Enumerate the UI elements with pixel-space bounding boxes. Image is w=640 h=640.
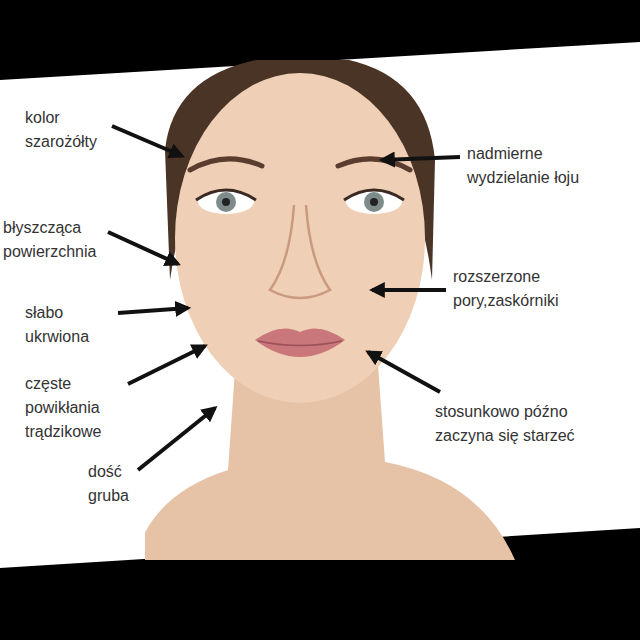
annotation-label: częste powikłania trądzikowe (25, 372, 137, 444)
leader-arrow (368, 352, 440, 392)
annotation-label: kolor szarożółty (25, 106, 125, 154)
annotation-label: nadmierne wydzielanie łoju (467, 142, 607, 190)
face (175, 73, 425, 403)
annotation-label: rozszerzone pory,zaskórniki (453, 265, 613, 313)
annotation-label: stosunkowo późno zaczyna się starzeć (435, 400, 615, 448)
leader-arrow (372, 288, 446, 292)
lips (255, 328, 345, 357)
leader-arrow (112, 126, 182, 156)
pupil (370, 198, 378, 206)
eyelid (196, 190, 256, 200)
nose (270, 205, 330, 298)
iris (364, 192, 384, 212)
eyelid (344, 190, 404, 200)
annotation-label: błyszcząca powierzchnia (3, 216, 115, 264)
iris (216, 192, 236, 212)
leader-arrows (108, 126, 460, 470)
annotation-label: słabo ukrwiona (25, 301, 115, 349)
leader-arrow (108, 232, 178, 264)
leader-arrow (128, 346, 205, 384)
brow (190, 159, 262, 170)
pupil (222, 198, 230, 206)
leader-arrow (118, 308, 188, 313)
leader-arrow (382, 157, 460, 160)
lip-line (258, 341, 342, 346)
annotation-label: dość gruba (88, 460, 160, 508)
white-panel (0, 42, 640, 568)
face-photo (145, 60, 515, 560)
leader-arrow (138, 408, 215, 470)
